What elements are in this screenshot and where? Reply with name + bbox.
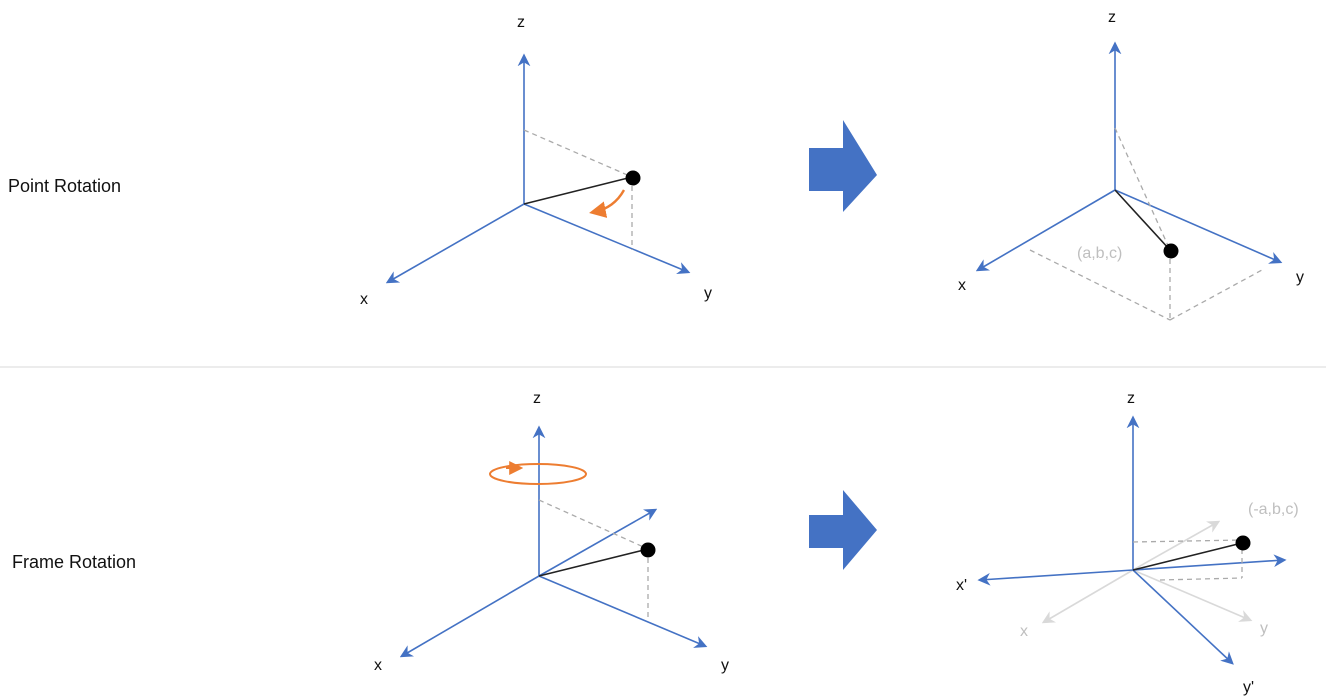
faded-rotated-axis xyxy=(1132,520,1221,571)
guide-line xyxy=(523,129,633,178)
faded-x-label: x xyxy=(1020,623,1028,640)
point-before-panel: z x y xyxy=(360,14,712,308)
y-axis xyxy=(523,203,691,274)
curved-arrow-icon xyxy=(589,189,626,218)
x-axis xyxy=(975,189,1116,272)
point-vector xyxy=(1132,542,1243,571)
z-label: z xyxy=(1108,9,1116,26)
point-after-panel: (a,b,c) z x y xyxy=(958,9,1304,321)
faded-y-axis xyxy=(1132,569,1253,622)
point-marker xyxy=(640,542,656,558)
z-label: z xyxy=(1127,390,1135,407)
x-axis xyxy=(385,203,525,284)
guide-line xyxy=(538,499,649,550)
y-label: y xyxy=(704,285,712,302)
point-vector xyxy=(538,548,649,577)
frame-before-panel: z x y xyxy=(374,390,729,674)
faded-y-label: y xyxy=(1260,620,1268,637)
x-prime-label: x' xyxy=(956,577,967,594)
y-prime-axis xyxy=(1132,569,1234,665)
y-label: y xyxy=(721,657,729,674)
rotated-axis xyxy=(1132,554,1287,571)
frame-after-panel: (-a,b,c) z x' y' x y xyxy=(956,390,1299,696)
point-coordinate-label: (-a,b,c) xyxy=(1248,501,1299,518)
y-label: y xyxy=(1296,269,1304,286)
rotated-axis xyxy=(538,508,658,577)
x-label: x xyxy=(360,291,368,308)
guide-line xyxy=(1169,269,1263,321)
frame-rotation-label: Frame Rotation xyxy=(12,552,137,572)
x-prime-axis xyxy=(977,569,1134,586)
point-marker xyxy=(1235,535,1251,551)
point-rotation-label: Point Rotation xyxy=(8,176,122,196)
y-axis xyxy=(1114,189,1283,264)
point-marker xyxy=(625,170,641,186)
x-axis xyxy=(399,575,540,658)
point-vector xyxy=(523,176,633,205)
z-label: z xyxy=(517,14,525,31)
y-prime-label: y' xyxy=(1243,679,1254,696)
z-label: z xyxy=(533,390,541,407)
point-vector xyxy=(1114,189,1171,251)
point-coordinate-label: (a,b,c) xyxy=(1077,245,1122,262)
right-arrow-icon xyxy=(809,120,877,212)
point-marker xyxy=(1163,243,1179,259)
x-label: x xyxy=(374,657,382,674)
x-label: x xyxy=(958,277,966,294)
guide-line xyxy=(1029,249,1171,321)
y-axis xyxy=(538,575,708,648)
guide-line xyxy=(1114,127,1171,251)
right-arrow-icon xyxy=(809,490,877,570)
rotation-ring-icon xyxy=(489,463,587,485)
guide-line xyxy=(1132,539,1243,543)
faded-x-axis xyxy=(1041,569,1134,624)
guide-line xyxy=(1159,577,1243,581)
